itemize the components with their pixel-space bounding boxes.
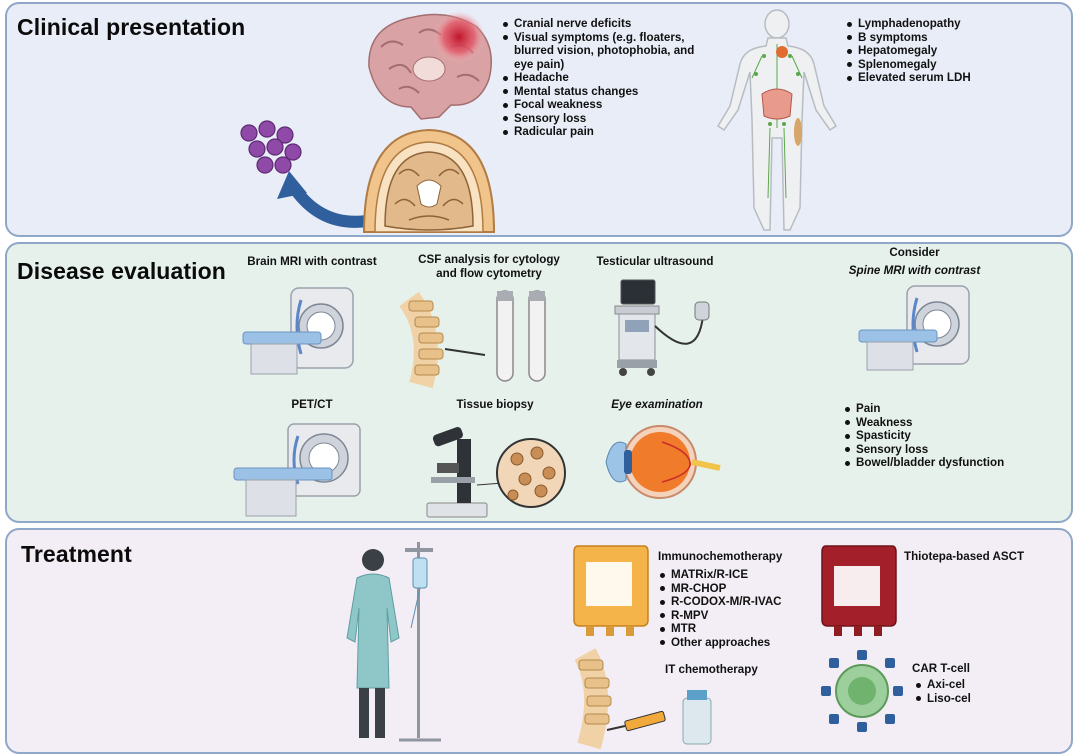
immunochemotherapy-title: Immunochemotherapy xyxy=(658,550,783,563)
immunochemotherapy-item: MTR xyxy=(658,622,828,636)
systemic-symptom-item: Splenomegaly xyxy=(845,58,1045,72)
systemic-symptom-list: Lymphadenopathy B symptoms Hepatomegaly … xyxy=(845,17,1045,85)
testicular-ultrasound-label: Testicular ultrasound xyxy=(596,255,714,268)
pet-ct-scanner-icon xyxy=(233,423,361,517)
car-t-cell-item: Liso-cel xyxy=(914,692,1034,706)
brain-lesion-icon xyxy=(368,11,492,120)
human-body-lymphatic-icon xyxy=(716,9,838,231)
treatment-panel: Treatment Immunochemotherapy MATRix/R-IC… xyxy=(5,528,1073,754)
treatment-title: Treatment xyxy=(21,541,132,567)
chemotherapy-bag-icon xyxy=(573,545,649,636)
ultrasound-machine-icon xyxy=(614,279,710,376)
car-t-cell-item: Axi-cel xyxy=(914,678,1034,692)
disease-evaluation-title: Disease evaluation xyxy=(17,258,226,284)
clinical-presentation-title: Clinical presentation xyxy=(17,14,246,40)
neuro-symptom-item: Sensory loss xyxy=(501,112,701,126)
spine-symptom-item: Bowel/bladder dysfunction xyxy=(843,456,1043,470)
spine-symptom-item: Pain xyxy=(843,402,1043,416)
mri-scanner-icon xyxy=(242,287,354,375)
eye-anatomy-icon xyxy=(605,425,721,499)
patient-iv-icon xyxy=(346,542,441,742)
neuro-symptom-list: Cranial nerve deficits Visual symptoms (… xyxy=(501,17,701,139)
immunochemotherapy-item: Other approaches xyxy=(658,636,828,650)
car-t-cell-icon xyxy=(821,650,903,732)
neuro-symptom-item: Mental status changes xyxy=(501,85,701,99)
spine-symptom-list: Pain Weakness Spasticity Sensory loss Bo… xyxy=(843,402,1043,470)
head-cross-section-icon xyxy=(362,128,496,233)
it-chemotherapy-label: IT chemotherapy xyxy=(665,663,758,676)
pet-ct-label: PET/CT xyxy=(291,398,333,411)
curved-arrow-icon xyxy=(277,171,373,228)
car-t-cell-title: CAR T-cell xyxy=(912,662,970,675)
spine-symptom-item: Sensory loss xyxy=(843,443,1043,457)
spine-mri-scanner-icon xyxy=(858,285,970,371)
thiotepa-asct-label: Thiotepa-based ASCT xyxy=(904,550,1025,563)
neuro-symptom-item: Focal weakness xyxy=(501,98,701,112)
eye-examination-label: Eye examination xyxy=(611,398,703,411)
neuro-symptom-item: Headache xyxy=(501,71,701,85)
neuro-symptom-item: Cranial nerve deficits xyxy=(501,17,701,31)
tissue-biopsy-label: Tissue biopsy xyxy=(456,398,534,411)
systemic-symptom-item: Elevated serum LDH xyxy=(845,71,1045,85)
spine-mri-label: Spine MRI with contrast xyxy=(848,264,981,277)
csf-analysis-label: CSF analysis for cytology and flow cytom… xyxy=(418,253,560,280)
immunochemotherapy-list: MATRix/R-ICE MR-CHOP R-CODOX-M/R-IVAC R-… xyxy=(658,568,828,649)
brain-mri-label: Brain MRI with contrast xyxy=(247,255,377,268)
neuro-symptom-item: Visual symptoms (e.g. floaters, blurred … xyxy=(501,31,701,72)
neuro-symptom-item: Radicular pain xyxy=(501,125,701,139)
car-t-cell-list: Axi-cel Liso-cel xyxy=(914,678,1034,705)
lymphoma-cells-icon xyxy=(240,120,302,174)
immunochemotherapy-item: MR-CHOP xyxy=(658,582,828,596)
immunochemotherapy-item: R-CODOX-M/R-IVAC xyxy=(658,595,828,609)
disease-evaluation-panel: Disease evaluation Brain MRI with contra… xyxy=(5,242,1073,523)
clinical-presentation-panel: Clinical presentation xyxy=(5,2,1073,237)
immunochemotherapy-item: R-MPV xyxy=(658,609,828,623)
systemic-symptom-item: B symptoms xyxy=(845,31,1045,45)
consider-label: Consider xyxy=(889,246,940,259)
intrathecal-injection-icon xyxy=(574,648,712,750)
immunochemotherapy-item: MATRix/R-ICE xyxy=(658,568,828,582)
csf-spine-tubes-icon xyxy=(399,290,546,389)
spine-symptom-item: Weakness xyxy=(843,416,1043,430)
systemic-symptom-item: Lymphadenopathy xyxy=(845,17,1045,31)
systemic-symptom-item: Hepatomegaly xyxy=(845,44,1045,58)
microscope-tissue-icon xyxy=(426,427,566,518)
spine-symptom-item: Spasticity xyxy=(843,429,1043,443)
blood-bag-icon xyxy=(821,545,897,636)
